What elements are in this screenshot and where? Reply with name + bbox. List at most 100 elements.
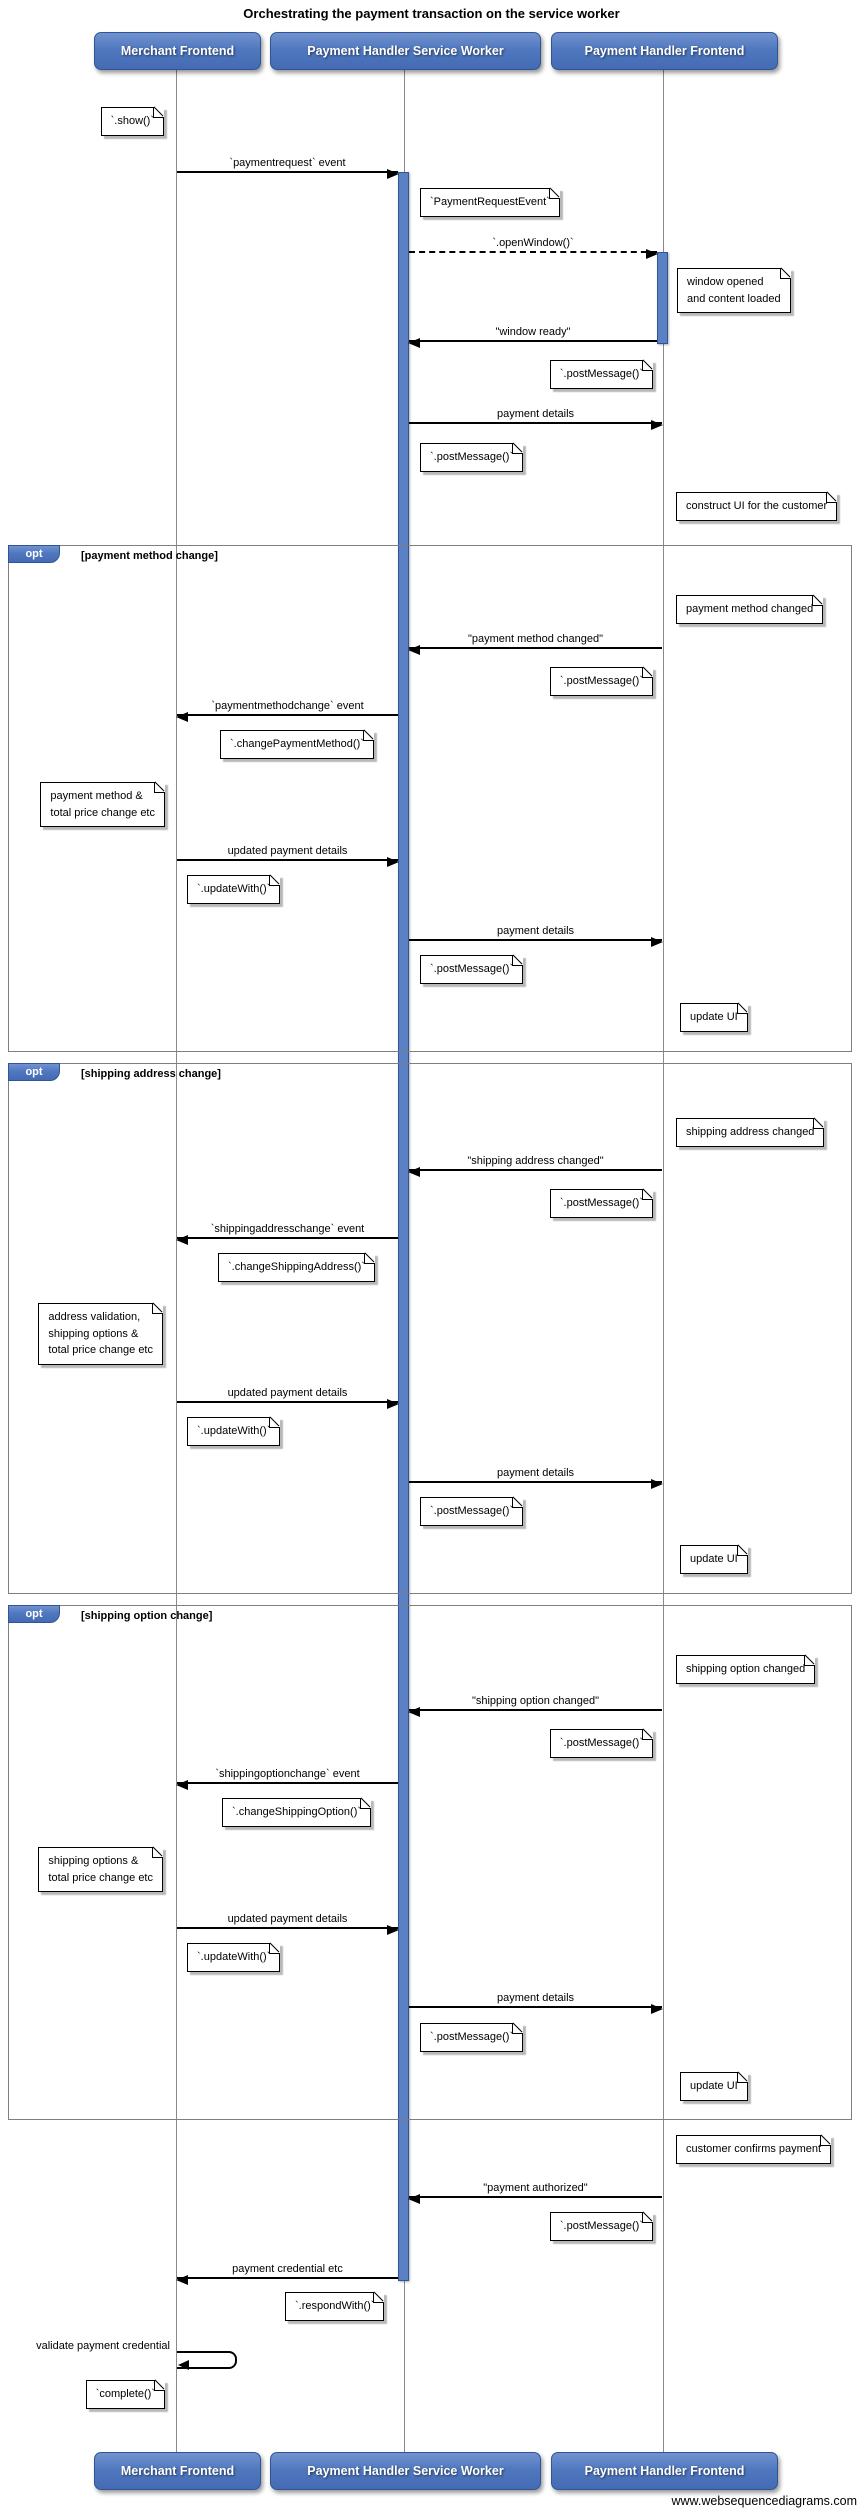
opt-condition: [payment method change] (81, 550, 218, 562)
message-line (409, 1481, 662, 1483)
note-customer-confirms-payment: customer confirms payment (676, 2135, 832, 2164)
note-address-validation: address validation, shipping options & t… (38, 1303, 163, 1365)
message-shippingaddresschange-event: `shippingaddresschange` event (176, 1220, 398, 1245)
message-line (177, 171, 398, 173)
message-label: `shippingaddresschange` event (210, 1223, 365, 1235)
message-label: payment details (496, 1467, 575, 1479)
note-window-opened: window opened and content loaded (677, 268, 791, 313)
message-label: payment details (496, 1992, 575, 2004)
arrowhead-icon (387, 1925, 399, 1935)
message-label: "shipping option changed" (471, 1695, 600, 1707)
opt-condition: [shipping option change] (81, 1610, 213, 1622)
arrowhead-icon (387, 169, 399, 179)
message-label: payment details (496, 925, 575, 937)
message-line (409, 340, 657, 342)
message-line (409, 939, 662, 941)
self-message-loop-line (177, 2351, 237, 2369)
message-payment-credential: payment credential etc (176, 2260, 398, 2285)
message-paymentrequest-event: `paymentrequest` event (177, 154, 399, 179)
lifeline-payment-handler-frontend (663, 68, 664, 2454)
message-line (177, 859, 398, 861)
diagram-title: Orchestrating the payment transaction on… (243, 6, 620, 21)
note-postmessage: `.postMessage()` (420, 1497, 524, 1526)
message-updated-payment-details-3: updated payment details (177, 1910, 399, 1935)
note-postmessage: `.postMessage()` (549, 1189, 654, 1218)
message-shippingoptionchange-event: `shippingoptionchange` event (176, 1765, 398, 1790)
participant-top-service-worker: Payment Handler Service Worker (270, 32, 541, 70)
message-line (409, 2196, 662, 2198)
arrowhead-icon (651, 2004, 663, 2014)
arrowhead-icon (651, 1479, 663, 1489)
arrowhead-icon (408, 2194, 420, 2204)
arrowhead-icon (408, 338, 420, 348)
note-updatewith: `.updateWith()` (187, 1943, 281, 1972)
opt-keyword-tab: opt (8, 1605, 60, 1623)
message-line (409, 647, 662, 649)
message-payment-details-2: payment details (409, 922, 663, 947)
message-payment-details-3: payment details (409, 1464, 663, 1489)
message-line (409, 1169, 662, 1171)
activation-payment-handler-frontend (657, 252, 668, 344)
message-line (409, 1709, 662, 1711)
activation-service-worker (398, 172, 409, 2281)
participant-top-merchant-frontend: Merchant Frontend (94, 32, 261, 70)
note-changepaymentmethod: `.changePaymentMethod()` (220, 730, 374, 759)
message-label: "payment authorized" (483, 2182, 588, 2194)
message-label: updated payment details (227, 845, 348, 857)
message-payment-method-changed: "payment method changed" (408, 630, 662, 655)
self-message-validate-payment-credential-label: validate payment credential (36, 2340, 170, 2352)
note-shipping-options-total-price: shipping options & total price change et… (38, 1847, 163, 1892)
message-shipping-address-changed: "shipping address changed" (408, 1152, 662, 1177)
note-complete: `complete()` (85, 2380, 166, 2409)
message-label: updated payment details (227, 1913, 348, 1925)
arrowhead-icon (176, 1235, 188, 1245)
message-line (409, 251, 657, 253)
note-update-ui: update UI (680, 2072, 748, 2101)
note-shipping-address-changed: shipping address changed (676, 1118, 825, 1147)
opt-keyword-tab: opt (8, 545, 60, 563)
message-line (177, 1401, 398, 1403)
message-window-ready: "window ready" (408, 323, 657, 348)
arrowhead-icon (176, 712, 188, 722)
arrowhead-icon (387, 857, 399, 867)
arrowhead-icon (408, 1167, 420, 1177)
message-label: `shippingoptionchange` event (215, 1768, 360, 1780)
arrowhead-icon (651, 420, 663, 430)
note-updatewith: `.updateWith()` (187, 875, 281, 904)
message-shipping-option-changed: "shipping option changed" (408, 1692, 662, 1717)
note-postmessage: `.postMessage()` (420, 955, 524, 984)
message-label: payment credential etc (232, 2263, 343, 2275)
message-line (409, 422, 662, 424)
note-respondwith: `.respondWith()` (285, 2292, 385, 2321)
note-show: `.show()` (100, 107, 165, 136)
arrowhead-icon (387, 1399, 399, 1409)
message-payment-details-1: payment details (409, 405, 663, 430)
note-postmessage: `.postMessage()` (549, 2212, 654, 2241)
note-payment-method-total-price: payment method & total price change etc (40, 782, 165, 827)
message-label: payment details (496, 408, 575, 420)
watermark-websequencediagrams: www.websequencediagrams.com (671, 2494, 857, 2508)
message-updated-payment-details-2: updated payment details (177, 1384, 399, 1409)
message-line (177, 2277, 398, 2279)
note-updatewith: `.updateWith()` (187, 1417, 281, 1446)
participant-bottom-service-worker: Payment Handler Service Worker (270, 2452, 541, 2490)
arrowhead-icon (408, 1707, 420, 1717)
message-line (177, 1237, 398, 1239)
arrowhead-icon (178, 2360, 189, 2370)
participant-top-payment-handler-frontend: Payment Handler Frontend (551, 32, 778, 70)
message-label: updated payment details (227, 1387, 348, 1399)
opt-keyword-tab: opt (8, 1063, 60, 1081)
note-changeshippingaddress: `.changeShippingAddress()` (218, 1253, 375, 1282)
message-label: "shipping address changed" (467, 1155, 604, 1167)
message-updated-payment-details-1: updated payment details (177, 842, 399, 867)
opt-frame-shipping-option-change: opt [shipping option change] (8, 1605, 852, 2120)
arrowhead-icon (176, 1780, 188, 1790)
opt-condition: [shipping address change] (81, 1068, 221, 1080)
note-shipping-option-changed: shipping option changed (676, 1655, 816, 1684)
arrowhead-icon (651, 937, 663, 947)
note-update-ui: update UI (680, 1003, 748, 1032)
note-paymentrequestevent: `PaymentRequestEvent` (420, 188, 560, 217)
message-payment-authorized: "payment authorized" (408, 2179, 662, 2204)
message-label: `paymentmethodchange` event (211, 700, 364, 712)
